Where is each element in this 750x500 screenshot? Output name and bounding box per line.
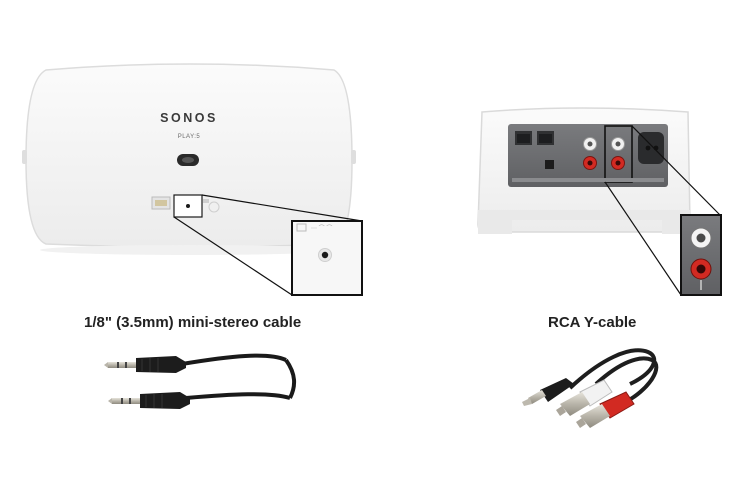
mini-stereo-cable-caption: 1/8" (3.5mm) mini-stereo cable [84,314,302,331]
sonos-play5-speaker: SONOS PLAY:5 [22,63,356,255]
sonos-connect-device [477,107,691,234]
audio-jack-inset: ⋯ ⌒ ⌒ [291,220,363,296]
zoom-lines-left [173,194,363,296]
svg-text:⋯ ⌒ ⌒: ⋯ ⌒ ⌒ [311,225,332,232]
mini-stereo-cable [104,353,297,409]
rca-jack-inset [680,214,722,296]
rca-y-cable [522,348,659,428]
zoom-lines-right [604,125,721,296]
device-model: PLAY:5 [178,134,201,140]
device-brand: SONOS [160,111,218,125]
rca-y-cable-caption: RCA Y-cable [548,314,637,331]
